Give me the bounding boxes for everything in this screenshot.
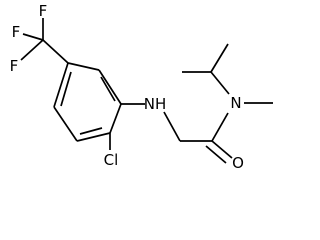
bond-carbonyl-n [211,112,229,142]
atom-label-nh: NH [144,95,167,113]
ring-bond-5 [53,106,78,142]
atom-label-f-left-lower: F [10,57,19,75]
atom-label-cl: Cl [104,151,119,169]
ring-double-bond-1 [100,76,116,102]
chemical-structure: F F F NH Cl N O [10,2,273,172]
bond-carbonyl-o-1 [211,140,233,159]
ring-bond-1 [67,62,100,71]
bond-cf3-f-left-upper [22,33,44,41]
ring-double-bond-2 [79,127,103,135]
bond-cf3-ring [42,39,69,64]
bond-cf3-f-left-lower [20,39,44,61]
atom-label-f-left-upper: F [12,23,21,41]
ring-double-bond-3 [60,71,72,107]
atom-label-f-top: F [39,2,48,20]
ring-bond-3 [109,103,122,134]
atom-label-n: N [230,94,241,112]
atom-label-o: O [232,154,244,172]
bond-carbonyl-o-2 [205,145,227,164]
bond-nh-ch2 [163,111,181,142]
ring-bond-2 [98,69,122,105]
ring-bond-4 [76,132,111,142]
ring-bond-6 [53,62,69,108]
bond-isopropyl-methyl-right [210,43,229,73]
bond-n-isopropyl-ch [210,71,230,95]
